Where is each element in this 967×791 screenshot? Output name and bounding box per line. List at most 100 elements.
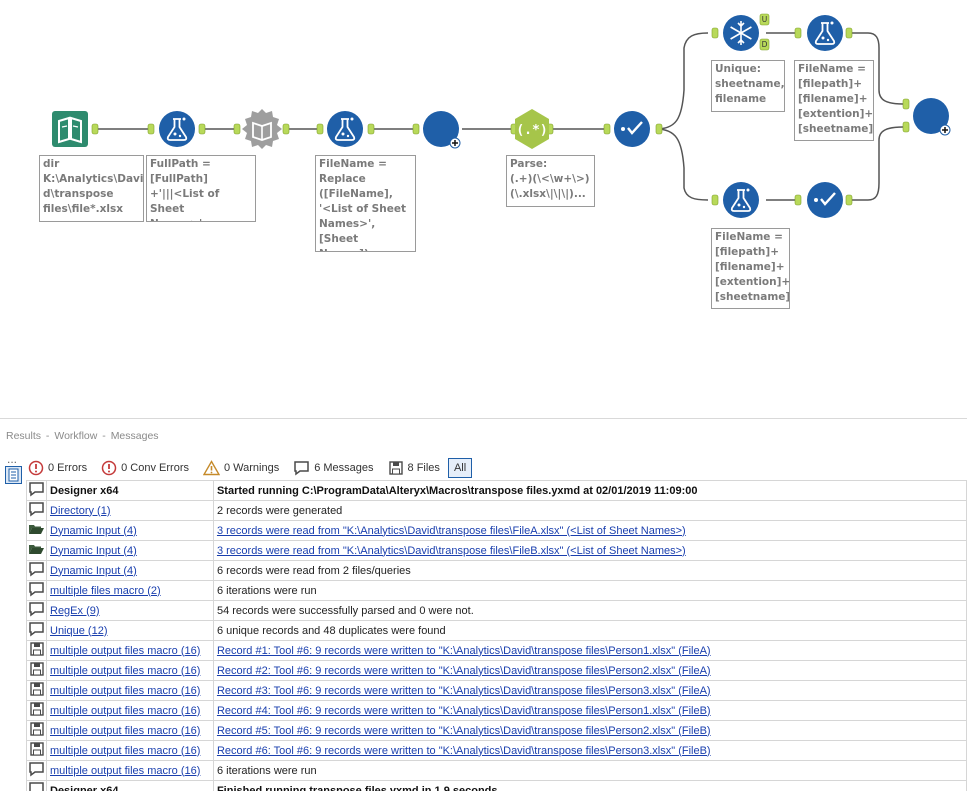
tool-link[interactable]: Dynamic Input (4): [50, 544, 137, 557]
header-sep: -: [99, 430, 109, 442]
message-row[interactable]: multiple output files macro (16) Record #…: [26, 660, 967, 681]
tool-link[interactable]: multiple output files macro (16): [50, 764, 201, 777]
filter-conv-errors[interactable]: 0 Conv Errors: [99, 458, 191, 478]
filter-all-button[interactable]: All: [447, 458, 473, 478]
save-icon: [26, 660, 47, 681]
results-sidebar: ...: [0, 452, 26, 791]
unique-tool[interactable]: [723, 15, 759, 51]
multiple-files-macro-tool[interactable]: [423, 111, 461, 149]
list-view-button[interactable]: [5, 466, 22, 484]
message-link[interactable]: Record #2: Tool #6: 9 records were writt…: [216, 664, 711, 677]
message-link[interactable]: Record #5: Tool #6: 9 records were writt…: [216, 724, 711, 737]
message-row[interactable]: multiple output files macro (16) Record #…: [26, 740, 967, 761]
tool-link[interactable]: multiple output files macro (16): [50, 744, 201, 757]
more-dots[interactable]: ...: [7, 452, 18, 466]
tool-link[interactable]: multiple output files macro (16): [50, 644, 201, 657]
message-link[interactable]: Record #3: Tool #6: 9 records were writt…: [216, 684, 711, 697]
directory-tool[interactable]: [52, 111, 88, 147]
tool-link[interactable]: multiple output files macro (16): [50, 704, 201, 717]
filter-messages[interactable]: 6 Messages: [291, 458, 375, 478]
message-row[interactable]: Dynamic Input (4)6 records were read fro…: [26, 560, 967, 581]
tool-link[interactable]: RegEx (9): [50, 604, 100, 617]
tool-link[interactable]: Directory (1): [50, 504, 111, 517]
filter-files[interactable]: 8 Files: [386, 458, 442, 478]
results-pane: Results - Workflow - Messages ... 0 Erro…: [0, 418, 967, 791]
tool-link[interactable]: multiple output files macro (16): [50, 684, 201, 697]
regex-icon: (.*): [516, 123, 547, 138]
formula-tool-unique[interactable]: [807, 15, 843, 51]
message-link[interactable]: Record #4: Tool #6: 9 records were writt…: [216, 704, 711, 717]
regex-tool[interactable]: (.*): [515, 109, 549, 149]
tool-link[interactable]: multiple output files macro (16): [50, 664, 201, 677]
tool-link[interactable]: Dynamic Input (4): [50, 524, 137, 537]
message-filter-bar: 0 Errors 0 Conv Errors 0 Warnings 6 Mess…: [26, 456, 482, 480]
messages-title: Messages: [110, 430, 159, 442]
directory-icon: [58, 116, 82, 144]
formula-tool-filename[interactable]: [327, 111, 363, 147]
message-text: 6 unique records and 48 duplicates were …: [216, 624, 446, 637]
annotation-parse[interactable]: Parse: (.+)(\<\w+\>) (\.xlsx\|\|\|)...: [506, 155, 595, 207]
formula-tool-fullpath[interactable]: [159, 111, 195, 147]
message-icon: [294, 461, 309, 476]
annotation-filename[interactable]: FileName = Replace ([FileName], '<List o…: [315, 155, 416, 252]
flask-icon: [166, 117, 188, 141]
select-check-icon: [814, 192, 836, 206]
select-tool-1[interactable]: [614, 111, 650, 147]
message-row[interactable]: Directory (1)2 records were generated: [26, 500, 967, 521]
message-row[interactable]: multiple files macro (2)6 iterations wer…: [26, 580, 967, 601]
connection-anchors[interactable]: [91, 13, 910, 206]
message-link[interactable]: Record #6: Tool #6: 9 records were writt…: [216, 744, 711, 757]
select-tool-2[interactable]: [807, 182, 843, 218]
filter-warnings[interactable]: 0 Warnings: [201, 458, 281, 478]
tool-link[interactable]: multiple files macro (2): [50, 584, 161, 597]
message-row[interactable]: multiple output files macro (16)6 iterat…: [26, 760, 967, 781]
message-row[interactable]: Dynamic Input (4) 3 records were read fro…: [26, 540, 967, 561]
annotation-directory[interactable]: dir K:\Analytics\Davi d\transpose files\…: [39, 155, 144, 222]
annotation-unique[interactable]: Unique: sheetname, filename: [711, 60, 785, 112]
message-link[interactable]: 3 records were read from "K:\Analytics\D…: [216, 544, 686, 557]
folder-open-icon: [26, 520, 47, 541]
message-text: Finished running transpose files.yxmd in…: [216, 784, 498, 791]
flask-icon: [730, 188, 752, 212]
filter-conv-errors-label: 0 Conv Errors: [121, 462, 189, 474]
error-icon: [28, 460, 44, 476]
message-link[interactable]: 3 records were read from "K:\Analytics\D…: [216, 524, 686, 537]
connection-lines: [98, 32, 904, 201]
conv-error-icon: [101, 460, 117, 476]
workflow-canvas[interactable]: U D: [0, 0, 967, 418]
message-row[interactable]: Dynamic Input (4) 3 records were read fro…: [26, 520, 967, 541]
output-macro-tool[interactable]: [913, 98, 951, 136]
message-icon: [26, 620, 47, 641]
message-link[interactable]: Record #1: Tool #6: 9 records were writt…: [216, 644, 711, 657]
save-icon: [388, 461, 403, 475]
message-row[interactable]: RegEx (9)54 records were successfully pa…: [26, 600, 967, 621]
message-row[interactable]: multiple output files macro (16) Record #…: [26, 680, 967, 701]
flask-icon: [334, 117, 356, 141]
message-row[interactable]: multiple output files macro (16) Record #…: [26, 640, 967, 661]
filter-all-label: All: [453, 462, 467, 474]
workflow-connections: U D: [52, 13, 951, 218]
message-row[interactable]: multiple output files macro (16) Record #…: [26, 700, 967, 721]
message-row[interactable]: Unique (12) 6 unique records and 48 dupli…: [26, 620, 967, 641]
tool-link[interactable]: multiple output files macro (16): [50, 724, 201, 737]
duplicate-anchor-label: D: [762, 40, 768, 49]
tool-name: Designer x64: [50, 484, 119, 497]
dynamic-input-tool[interactable]: [242, 109, 282, 149]
message-row[interactable]: multiple output files macro (16) Record #…: [26, 720, 967, 741]
warning-icon: [202, 460, 220, 476]
annotation-filename-top[interactable]: FileName = [filepath]+ [filename]+ [exte…: [794, 60, 874, 141]
tool-link[interactable]: Dynamic Input (4): [50, 564, 137, 577]
message-icon: [26, 580, 47, 601]
select-check-icon: [621, 121, 643, 135]
tool-link[interactable]: Unique (12): [50, 624, 108, 637]
filter-errors[interactable]: 0 Errors: [26, 458, 89, 478]
message-icon: [26, 780, 47, 791]
message-icon: [26, 480, 47, 501]
message-icon: [26, 760, 47, 781]
formula-tool-duplicates[interactable]: [723, 182, 759, 218]
annotation-fullpath[interactable]: FullPath = [FullPath] +'|||<List of Shee…: [146, 155, 256, 222]
annotation-filename-bottom[interactable]: FileName = [filepath]+ [filename]+ [exte…: [711, 228, 790, 309]
list-icon: [8, 468, 19, 482]
